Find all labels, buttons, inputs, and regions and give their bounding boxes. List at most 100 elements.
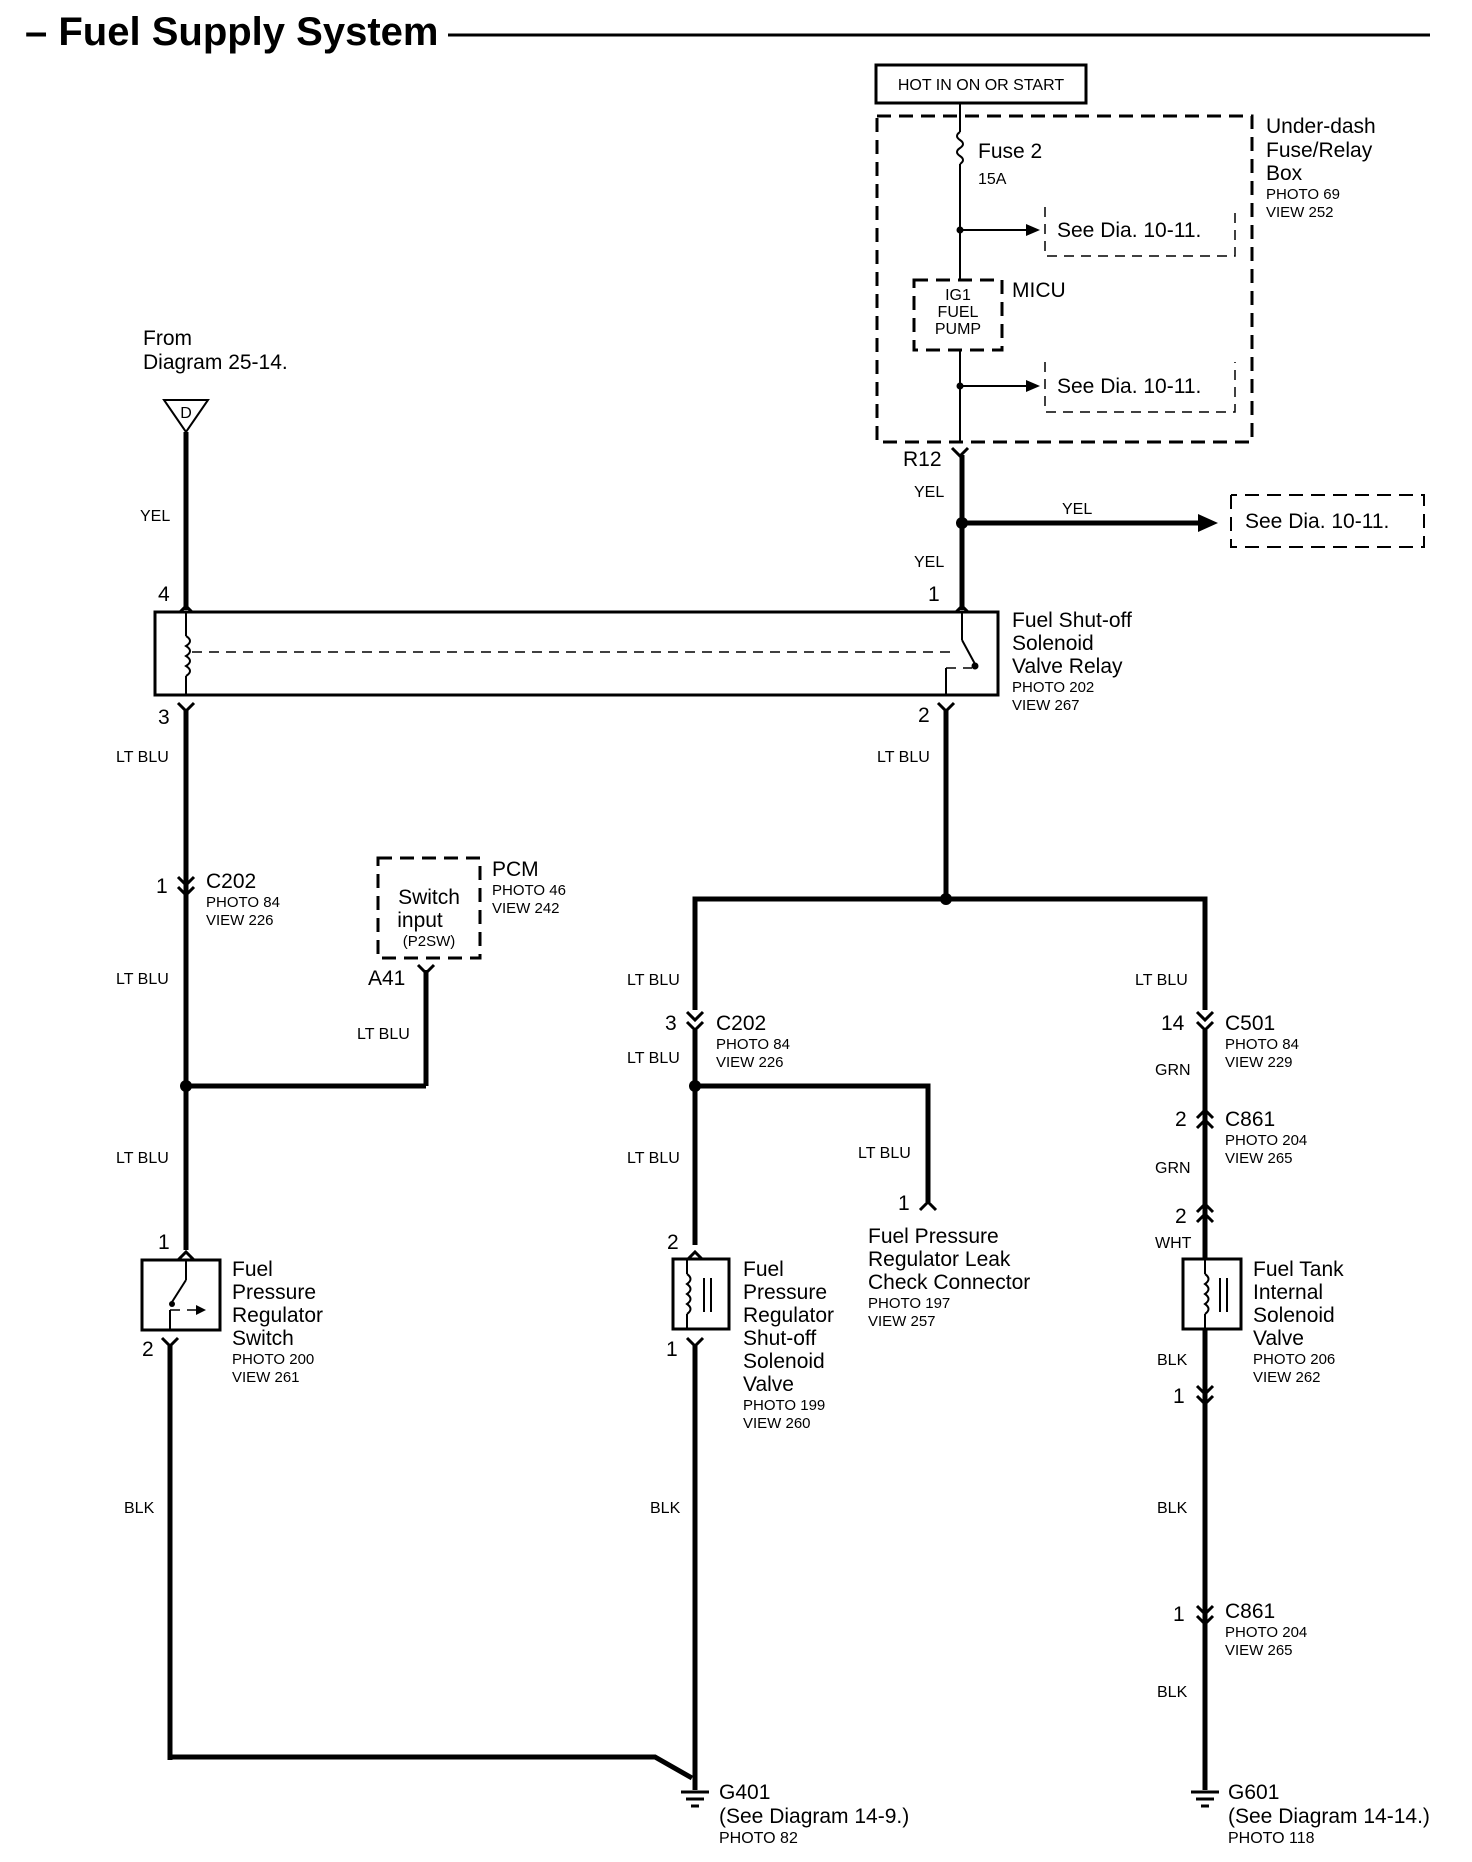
c501-photo: PHOTO 84 [1225, 1036, 1299, 1053]
right-wire-label-1: LT BLU [1135, 972, 1188, 989]
g401-ref: (See Diagram 14-9.) [719, 1805, 909, 1828]
hot-in-label: HOT IN ON OR START [898, 77, 1064, 94]
connector-chevron-icon [918, 1199, 938, 1212]
connector-chevron-icon [176, 875, 196, 888]
relay-pin-3: 3 [158, 706, 170, 729]
relay-pin-1: 1 [928, 583, 940, 606]
valve-name-1: Fuel [743, 1258, 784, 1281]
micu-label: MICU [1012, 279, 1066, 302]
left-ground-run [170, 1754, 694, 1781]
left-blk-label: BLK [124, 1500, 155, 1517]
c861b-name: C861 [1225, 1600, 1275, 1623]
pcm-terminal-label: A41 [368, 967, 405, 990]
switch-name-1: Fuel [232, 1258, 273, 1281]
split-bus-wire [692, 896, 1208, 1010]
g401-photo: PHOTO 82 [719, 1830, 798, 1847]
right-wire-label-6: BLK [1157, 1500, 1188, 1517]
micu-line-1: IG1 [945, 287, 971, 304]
relay-view: VIEW 267 [1012, 697, 1080, 714]
connector-chevron-icon [160, 1336, 180, 1349]
g601-ref: (See Diagram 14-14.) [1228, 1805, 1430, 1828]
switch-name-2: Pressure [232, 1281, 316, 1304]
valve-name-6: Valve [743, 1373, 794, 1396]
g601-name: G601 [1228, 1781, 1279, 1804]
c202-left-pin: 1 [156, 875, 168, 898]
relay-pin-4: 4 [158, 583, 170, 606]
c861a-view: VIEW 265 [1225, 1150, 1293, 1167]
switch-name-3: Regulator [232, 1304, 323, 1327]
page-title: – Fuel Supply System [25, 10, 438, 54]
terminal-d-label: D [180, 405, 192, 422]
leak-connector-wire [695, 1083, 931, 1202]
relay-pin-2: 2 [918, 704, 930, 727]
arrow-right-icon [1198, 514, 1218, 532]
r12-connector-label: R12 [903, 448, 942, 471]
connector-chevron-icon [1195, 1201, 1215, 1214]
tank-valve-view: VIEW 262 [1253, 1369, 1321, 1386]
connector-chevron-icon [685, 1336, 705, 1349]
tank-valve-name-1: Fuel Tank [1253, 1258, 1344, 1281]
c861b-view: VIEW 265 [1225, 1642, 1293, 1659]
relay-name-3: Valve Relay [1012, 655, 1123, 678]
connector-chevron-icon [176, 701, 196, 714]
pcm-view: VIEW 242 [492, 900, 560, 917]
c202-mid-view: VIEW 226 [716, 1054, 784, 1071]
c501-view: VIEW 229 [1225, 1054, 1293, 1071]
connector-chevron-icon [685, 1010, 705, 1023]
switch-photo: PHOTO 200 [232, 1351, 314, 1368]
connector-chevron-icon [950, 446, 970, 459]
pcm-line-2: input [397, 909, 443, 932]
fuse-box-name-1: Under-dash [1266, 115, 1376, 138]
mid-blk-label: BLK [650, 1500, 681, 1517]
c861a-name: C861 [1225, 1108, 1275, 1131]
see-dia-2-label: See Dia. 10-11. [1057, 375, 1201, 398]
switch-pin-1: 1 [158, 1231, 170, 1254]
connector-chevron-icon [416, 963, 436, 976]
mid-wire-label-2: LT BLU [627, 1050, 680, 1067]
leak-view: VIEW 257 [868, 1313, 936, 1330]
solenoid-coil-icon [1203, 1273, 1210, 1315]
fuse-box-photo: PHOTO 69 [1266, 186, 1340, 203]
c861b-pin: 1 [1173, 1603, 1185, 1626]
leak-wire-label: LT BLU [858, 1145, 911, 1162]
yel-wire-label-bottom: YEL [914, 554, 944, 571]
see-dia-3-label: See Dia. 10-11. [1245, 510, 1389, 533]
see-dia-box-1 [1044, 207, 1236, 257]
switch-view: VIEW 261 [232, 1369, 300, 1386]
pcm-wire-label: LT BLU [357, 1026, 410, 1043]
tank-valve-name-4: Valve [1253, 1327, 1304, 1350]
connector-chevron-icon [176, 885, 196, 898]
leak-name-2: Regulator Leak [868, 1248, 1011, 1271]
fuse-rating: 15A [978, 171, 1007, 188]
g601-photo: PHOTO 118 [1228, 1830, 1315, 1847]
tank-valve-pin-2: 2 [1175, 1205, 1187, 1228]
c861a-photo: PHOTO 204 [1225, 1132, 1307, 1149]
connector-chevron-icon [1195, 1614, 1215, 1627]
left-wire-label-1: LT BLU [116, 749, 169, 766]
left-wire-label-2: LT BLU [116, 971, 169, 988]
connector-chevron-icon [1195, 1010, 1215, 1023]
connector-chevron-icon [685, 1249, 705, 1262]
relay-name-2: Solenoid [1012, 632, 1094, 655]
from-diagram-line-1: From [143, 327, 192, 350]
connector-chevron-icon [685, 1020, 705, 1033]
tank-valve-pin-1: 1 [1173, 1385, 1185, 1408]
valve-pin-1: 1 [666, 1338, 678, 1361]
leak-photo: PHOTO 197 [868, 1295, 950, 1312]
tank-valve-name-2: Internal [1253, 1281, 1323, 1304]
mid-wire-label-1: LT BLU [627, 972, 680, 989]
yel-wire-label-top: YEL [914, 484, 944, 501]
yel-wire-left-label: YEL [140, 508, 170, 525]
switch-pin-2: 2 [142, 1338, 154, 1361]
connector-chevron-icon [936, 701, 956, 714]
pcm-line-3: (P2SW) [403, 933, 456, 950]
fuel-shutoff-relay-box [153, 610, 1000, 697]
switch-contact [971, 662, 979, 670]
actuator-arrow-icon [196, 1305, 206, 1315]
connector-chevron-icon [1195, 1394, 1215, 1407]
leak-name-1: Fuel Pressure [868, 1225, 999, 1248]
fuse-box-name-2: Fuse/Relay [1266, 139, 1373, 162]
fuse-name: Fuse 2 [978, 140, 1042, 163]
pcm-box [376, 856, 482, 960]
connector-chevron-icon [1195, 1211, 1215, 1224]
